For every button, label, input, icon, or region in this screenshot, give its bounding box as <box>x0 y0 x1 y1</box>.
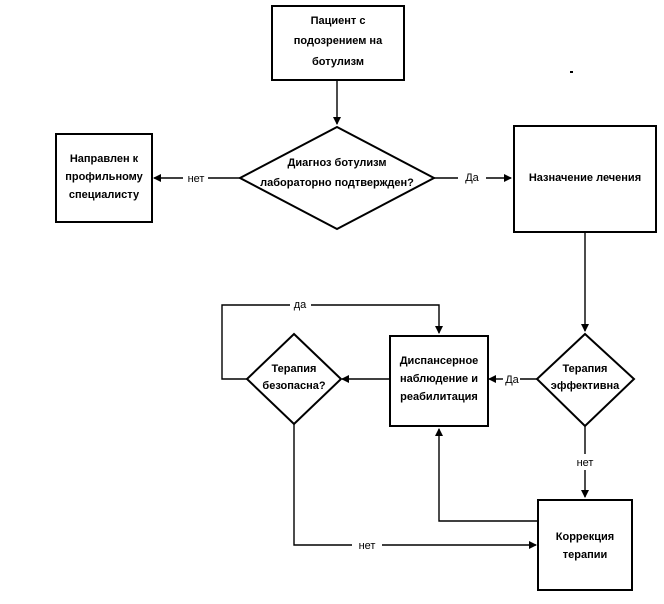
label-effective-yes: Да <box>505 374 519 386</box>
node-effective-line-1: Терапия <box>563 363 608 375</box>
node-patient-line-1: Пациент с <box>311 15 366 27</box>
node-referred: Направлен к профильному специалисту <box>55 133 153 223</box>
stray-mark <box>570 71 573 73</box>
node-referred-line-2: профильному <box>65 171 143 183</box>
node-effective-line-2: эффективна <box>551 380 620 392</box>
edges <box>153 80 589 549</box>
edge-safe-no-a <box>293 424 352 546</box>
label-safe-no: нет <box>359 540 376 552</box>
node-effective: Терапия эффективна <box>535 332 636 428</box>
edge-safe-to-dispensary <box>311 304 443 334</box>
node-dispensary-line-3: реабилитация <box>400 391 478 403</box>
node-referred-line-3: специалисту <box>69 189 140 201</box>
label-safe-yes: да <box>294 299 307 311</box>
label-effective-no: нет <box>577 457 594 469</box>
node-patient-line-3: ботулизм <box>312 56 364 68</box>
node-correction-line-2: терапии <box>563 549 608 561</box>
node-dispensary-line-1: Диспансерное <box>400 355 479 367</box>
node-diagnosis: Диагноз ботулизм лабораторно подтвержден… <box>237 125 437 231</box>
node-diagnosis-line-1: Диагноз ботулизм <box>288 157 387 169</box>
node-diagnosis-line-2: лабораторно подтвержден? <box>260 177 414 189</box>
node-safe: Терапия безопасна? <box>245 332 343 426</box>
node-patient: Пациент с подозрением на ботулизм <box>271 5 405 81</box>
node-patient-line-2: подозрением на <box>294 35 383 47</box>
node-treatment-line-1: Назначение лечения <box>529 172 641 184</box>
label-diagnosis-yes: Да <box>465 172 479 184</box>
edge-correction-to-dispensary <box>435 428 537 522</box>
node-dispensary: Диспансерное наблюдение и реабилитация <box>389 335 489 427</box>
node-dispensary-line-2: наблюдение и <box>400 373 478 385</box>
node-safe-line-1: Терапия <box>272 363 317 375</box>
edge-labels: нет Да Да нет да нет <box>188 172 594 552</box>
node-correction: Коррекция терапии <box>537 499 633 591</box>
label-diagnosis-no: нет <box>188 173 205 185</box>
node-referred-line-1: Направлен к <box>70 153 139 165</box>
node-correction-line-1: Коррекция <box>556 531 614 543</box>
edge-safe-yes-a <box>221 304 290 380</box>
node-safe-line-2: безопасна? <box>262 380 325 392</box>
node-treatment: Назначение лечения <box>513 125 657 233</box>
